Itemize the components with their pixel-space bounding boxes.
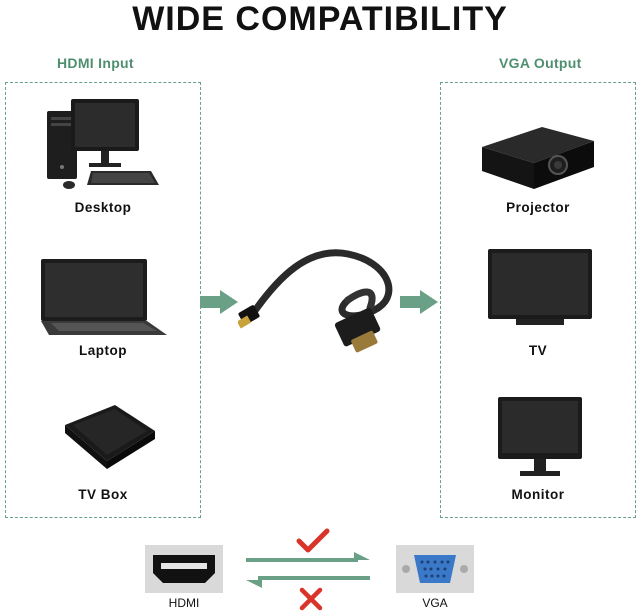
- vga-legend-label: VGA: [422, 596, 448, 610]
- vga-output-panel: Projector TV Monitor: [440, 82, 636, 518]
- desktop-computer-icon: [29, 93, 179, 198]
- tv-icon: [464, 243, 614, 338]
- laptop-icon: [29, 251, 179, 339]
- device-label-laptop: Laptop: [79, 343, 127, 358]
- device-desktop: [29, 93, 179, 223]
- device-label-desktop: Desktop: [74, 200, 132, 215]
- hdmi-to-vga-cable-icon: [238, 238, 408, 363]
- projector-icon: [464, 113, 614, 193]
- device-projector: [464, 113, 614, 193]
- cross-icon: [298, 586, 324, 612]
- vga-output-label: VGA Output: [499, 55, 582, 71]
- input-arrow-icon: [200, 290, 240, 314]
- device-tv-box: [29, 401, 179, 476]
- device-label-monitor: Monitor: [511, 487, 565, 502]
- device-laptop: [29, 251, 179, 341]
- hdmi-legend-label: HDMI: [168, 596, 200, 610]
- device-label-tv-box: TV Box: [78, 487, 128, 502]
- backward-arrow-icon: [246, 572, 372, 590]
- tv-box-icon: [29, 401, 179, 473]
- check-icon: [296, 528, 330, 554]
- device-monitor: [464, 391, 614, 486]
- monitor-icon: [464, 391, 614, 486]
- vga-port-icon: [396, 545, 474, 593]
- forward-arrow-icon: [246, 550, 372, 568]
- device-tv: [464, 243, 614, 338]
- hdmi-port-icon: [145, 545, 223, 593]
- output-arrow-icon: [400, 290, 440, 314]
- hdmi-input-panel: Desktop Laptop TV Box: [5, 82, 201, 518]
- device-label-tv: TV: [528, 343, 548, 358]
- device-label-projector: Projector: [506, 200, 570, 215]
- hdmi-input-label: HDMI Input: [57, 55, 134, 71]
- page-title: WIDE COMPATIBILITY: [132, 0, 508, 38]
